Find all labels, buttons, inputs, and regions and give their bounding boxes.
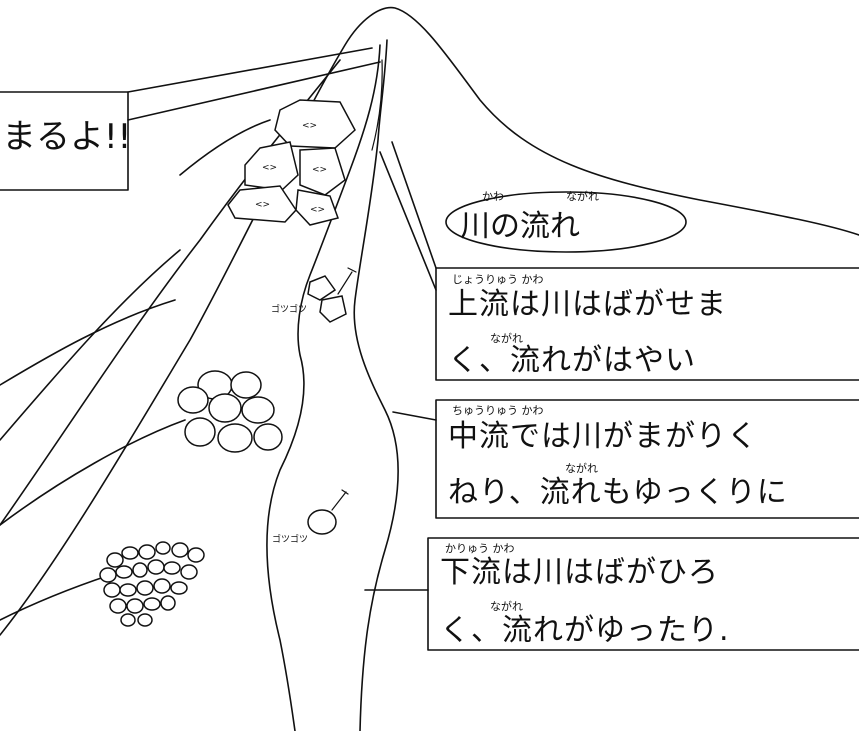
mountain-ridge-inner	[179, 119, 271, 176]
middle-line-1: 中流では川がまがりく	[448, 419, 758, 454]
title-ruby-nagare: ながれ	[566, 189, 599, 203]
lower-ruby-1: かりゅう かわ	[445, 542, 515, 555]
lower-ruby-2: ながれ	[490, 599, 523, 613]
upper-line-1: 上流は川はばがせま	[448, 287, 727, 322]
rock-label-2: ゴツゴツ	[272, 533, 308, 545]
rock-glyph-3: <>	[312, 165, 327, 175]
callout-top-leader	[127, 47, 381, 121]
plain-line-2	[0, 419, 186, 526]
callout-top-text: まるよ!!	[2, 117, 131, 157]
rock-glyph-2: <>	[262, 163, 277, 173]
rock-cluster-lower	[99, 541, 205, 627]
rock-river-2	[319, 295, 347, 323]
rock-upper-5	[295, 189, 339, 226]
rock-label-1: ゴツゴツ	[271, 303, 307, 315]
rock-river-3	[307, 509, 337, 535]
river-left-bank	[266, 44, 381, 731]
title-text: 川の流れ	[460, 209, 580, 244]
rock-river-1	[307, 275, 337, 301]
title-ruby-kawa: かわ	[482, 190, 504, 203]
middle-line-2: ねり、流れもゆっくりに	[448, 475, 788, 510]
upper-box	[435, 267, 859, 381]
lower-line-1: 下流は川はばがひろ	[440, 555, 719, 590]
rock-glyph-1: <>	[302, 121, 317, 131]
upper-ruby-1: じょうりゅう かわ	[452, 273, 544, 286]
rock-glyph-5: <>	[310, 205, 325, 215]
rock-upper-4	[227, 185, 297, 223]
lower-box	[427, 537, 859, 651]
arrow-2	[331, 489, 349, 511]
middle-leader	[392, 411, 437, 421]
lower-line-2: く、流れがゆったり.	[440, 613, 730, 648]
upper-leader	[379, 141, 437, 291]
upper-line-2: く、流れがはやい	[448, 343, 696, 378]
callout-top-box	[0, 91, 129, 191]
upper-ruby-2: ながれ	[490, 331, 523, 345]
mountain-ridge-inner-2	[0, 249, 181, 441]
plain-line-1	[0, 299, 176, 386]
rock-upper-3	[299, 147, 346, 196]
rock-glyph-4: <>	[255, 200, 270, 210]
middle-ruby-2: ながれ	[565, 461, 598, 475]
mountain-outline	[0, 6, 859, 636]
rock-upper-1	[274, 99, 356, 149]
rock-cluster-middle	[177, 370, 283, 453]
title-oval	[445, 191, 687, 253]
river-right-bank	[353, 39, 399, 731]
arrow-1	[337, 267, 357, 295]
middle-box	[435, 399, 859, 519]
middle-ruby-1: ちゅうりゅう かわ	[452, 404, 544, 417]
river-center-line	[371, 59, 383, 151]
